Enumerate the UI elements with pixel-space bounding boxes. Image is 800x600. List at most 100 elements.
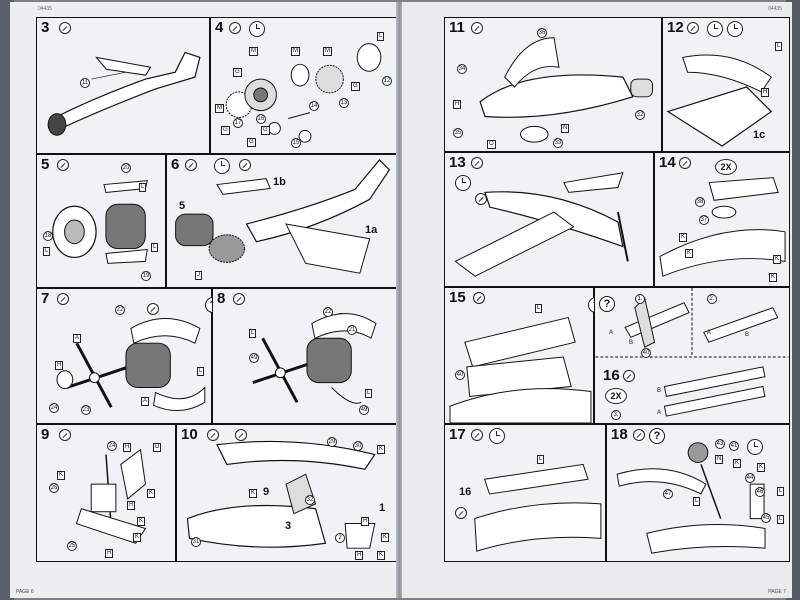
part-callout: 2.	[707, 294, 717, 304]
nacelle-drawing	[479, 37, 653, 143]
part-callout: 1.	[635, 294, 645, 304]
glue-icon	[57, 159, 69, 171]
glue-icon	[57, 293, 69, 305]
glue-icon	[471, 22, 483, 34]
paint-clock-icon	[747, 439, 763, 455]
step-number: 16	[603, 367, 620, 384]
subassembly-callout: 1	[379, 502, 386, 514]
step-number: 6	[171, 156, 180, 173]
paint-code: O	[487, 140, 496, 149]
paint-code: L	[535, 304, 543, 313]
paint-code: G	[351, 82, 360, 91]
propeller-engine-drawing	[56, 318, 206, 411]
paint-code: J	[195, 271, 202, 280]
fuselage-drawing	[47, 51, 201, 136]
step-number: 17	[449, 426, 466, 443]
part-callout: 32	[635, 110, 645, 120]
step-16-panel: ? 1. 2. A B A B 40 16 2X 3. B A	[594, 287, 790, 424]
step-7-panel: 7 22 A H 24 23 A L	[36, 288, 212, 424]
paint-clock-icon	[707, 21, 723, 37]
step-6-panel: 6 1b 5 1a J	[166, 154, 398, 288]
glue-icon	[473, 292, 485, 304]
paint-code: L	[777, 515, 785, 524]
paint-code: L	[693, 497, 701, 506]
part-callout: 49	[359, 405, 369, 415]
part-callout: 29	[327, 437, 337, 447]
step-13-panel: 13	[444, 152, 654, 287]
part-callout: 24	[107, 441, 117, 451]
instruction-booklet-spread: 04435 PAGE 6 3 11 4	[10, 2, 792, 598]
optional-step-icon: ?	[649, 428, 665, 444]
part-callout: 47	[663, 489, 673, 499]
part-callout: 2	[335, 533, 345, 543]
part-callout: 43	[715, 439, 725, 449]
cockpit-seat-drawing	[75, 448, 147, 544]
decal-icon	[239, 159, 251, 171]
glue-icon	[623, 370, 635, 382]
step-number: 4	[215, 19, 224, 36]
option-label: A	[609, 330, 614, 336]
part-callout: 37	[699, 215, 709, 225]
paint-code: H	[55, 361, 64, 370]
part-callout: 21	[347, 325, 357, 335]
part-callout: 14	[309, 101, 319, 111]
part-callout: 32	[305, 495, 315, 505]
part-callout: 19	[141, 271, 151, 281]
paint-code: H	[453, 100, 462, 109]
paint-code: H	[127, 501, 136, 510]
paint-code: K	[137, 517, 146, 526]
wing-nacelle-drawing	[666, 54, 773, 147]
paint-code: H	[105, 549, 114, 558]
subassembly-callout: 3	[285, 520, 292, 532]
paint-code: K	[757, 463, 766, 472]
paint-code: L	[249, 329, 257, 338]
option-label: A	[707, 330, 712, 336]
left-page: 04435 PAGE 6 3 11 4	[10, 2, 399, 598]
propeller-engine-drawing	[252, 313, 377, 404]
doc-code-left: 04435	[38, 6, 52, 12]
paint-code: K	[769, 273, 778, 282]
part-callout: 35	[453, 128, 463, 138]
part-callout: 11	[80, 78, 90, 88]
part-callout: 45	[761, 513, 771, 523]
paint-code: K	[57, 471, 66, 480]
paint-code: D	[153, 443, 162, 452]
radiator-drawing	[659, 177, 786, 277]
glue-icon	[59, 22, 71, 34]
part-callout: 46	[755, 487, 765, 497]
part-callout: 13	[339, 98, 349, 108]
cowling-drawing	[52, 180, 148, 264]
paint-code: L	[197, 367, 205, 376]
paint-code: K	[377, 445, 386, 454]
paint-code: A	[141, 397, 150, 406]
quantity-badge: 2X	[605, 388, 627, 404]
part-callout: 17	[233, 118, 243, 128]
paint-code: K	[133, 533, 142, 542]
paint-code: K	[377, 551, 386, 560]
fuselage-wing-drawing	[175, 159, 391, 274]
subassembly-callout: 1c	[753, 129, 766, 141]
engine-exploded-drawing	[225, 43, 382, 143]
part-callout: 3.	[611, 410, 621, 420]
subassembly-callout: 5	[179, 200, 186, 212]
page-number-left: PAGE 6	[16, 589, 34, 595]
glue-icon	[687, 22, 699, 34]
paint-code: G	[261, 126, 270, 135]
part-callout: 22	[115, 305, 125, 315]
paint-code: M	[215, 104, 224, 113]
paint-special-icon	[235, 429, 247, 441]
paint-clock-icon	[249, 21, 265, 37]
page-gutter	[396, 2, 404, 598]
glue-icon	[471, 157, 483, 169]
page-number-right: PAGE 7	[768, 589, 786, 595]
optional-step-icon: ?	[599, 296, 615, 312]
paint-code: A	[73, 334, 82, 343]
paint-clock-icon	[727, 21, 743, 37]
part-callout: 41	[729, 441, 739, 451]
step-18-panel: 18 ? 43 41 N K K 47 44 L 46 L 45 L	[606, 424, 790, 562]
part-callout: 30	[353, 441, 363, 451]
step-9-panel: 9 24 H D K 26 K H K 25 K H	[36, 424, 176, 562]
airframe-assembly-drawing	[454, 172, 629, 277]
paint-code: H	[761, 88, 770, 97]
paint-code: N	[561, 124, 570, 133]
